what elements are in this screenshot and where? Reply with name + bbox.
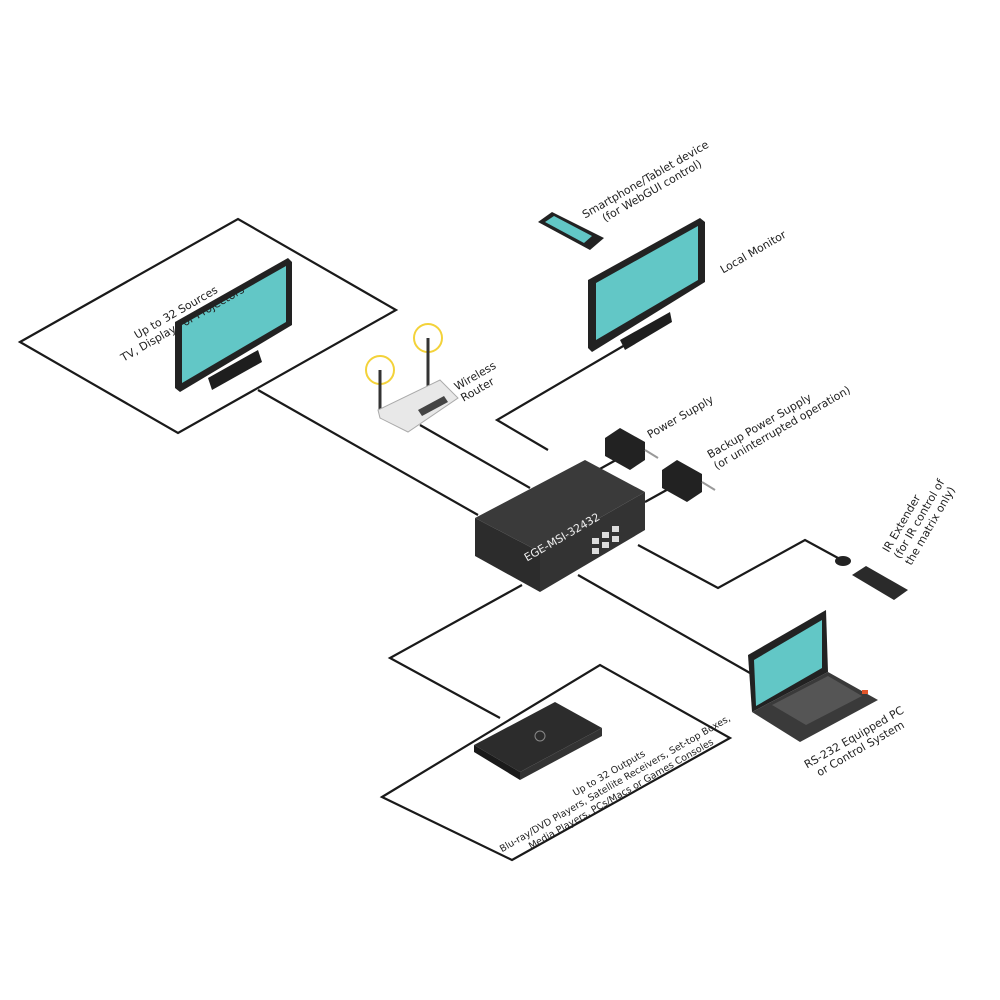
line-monitor bbox=[494, 344, 626, 451]
media-player-icon bbox=[474, 702, 602, 780]
ir-extender-icon bbox=[835, 556, 908, 600]
outputs-box bbox=[379, 663, 733, 862]
laptop-icon bbox=[748, 610, 878, 742]
line-ir bbox=[637, 538, 839, 590]
line-router bbox=[419, 424, 531, 489]
sources-monitor-icon bbox=[175, 258, 292, 392]
backup-power-supply-icon bbox=[662, 460, 716, 502]
power-supply-icon bbox=[605, 428, 659, 470]
phone-icon bbox=[538, 212, 604, 250]
local-monitor-icon bbox=[588, 218, 705, 352]
line-sources bbox=[257, 389, 479, 516]
sources-box bbox=[17, 217, 399, 435]
line-pc bbox=[577, 574, 751, 674]
connection-lines bbox=[17, 217, 839, 862]
matrix-device-icon bbox=[475, 460, 645, 592]
line-outputs bbox=[387, 584, 523, 719]
wireless-router-icon bbox=[365, 323, 459, 433]
